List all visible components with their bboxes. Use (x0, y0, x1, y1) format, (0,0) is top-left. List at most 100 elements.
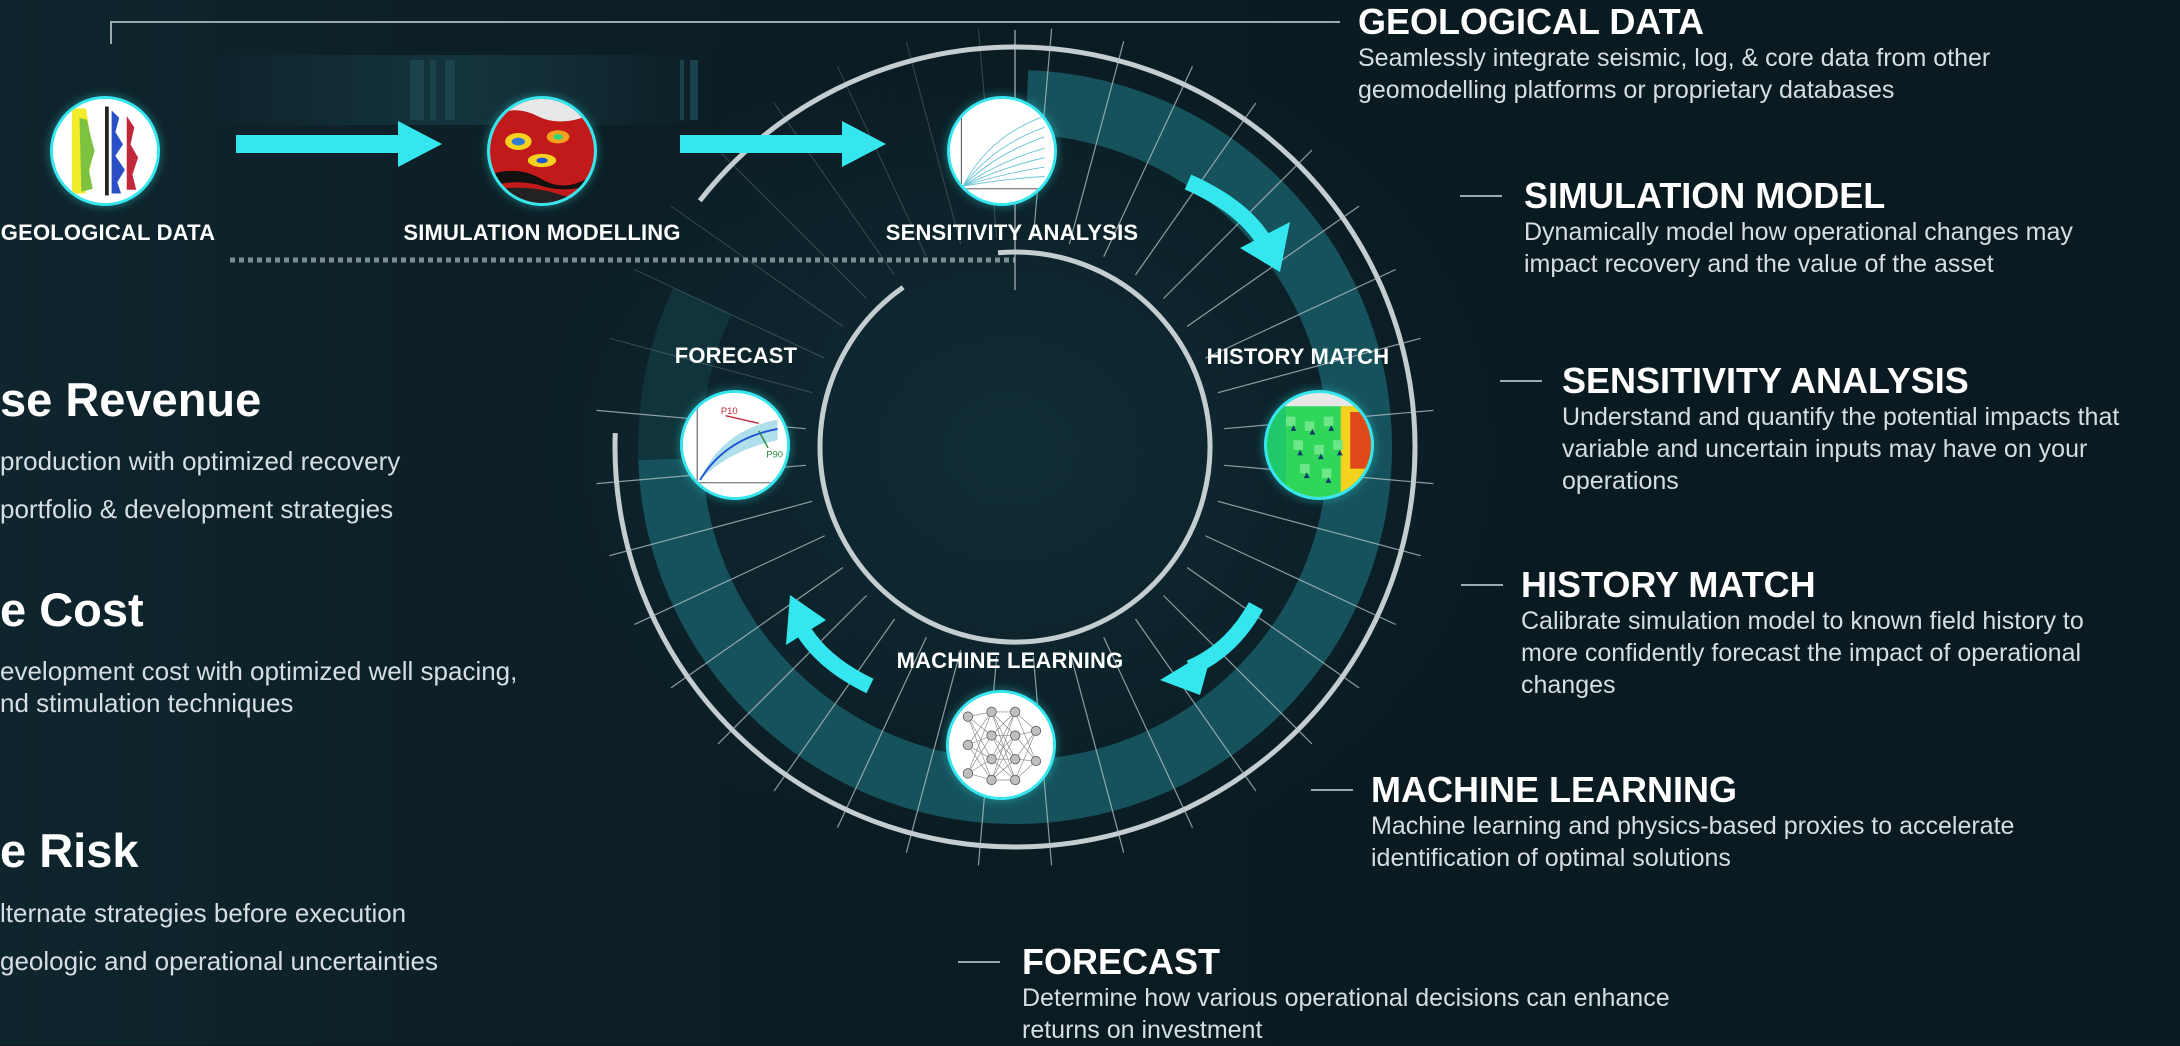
desc-line: more confidently forecast the impact of … (1521, 639, 2082, 667)
forecast-p90-label: P90 (766, 449, 783, 460)
desc-line: returns on investment (1022, 1016, 1263, 1044)
radial-spoke (905, 649, 962, 853)
radial-spoke (717, 595, 867, 745)
top-bracket-line (110, 21, 1340, 44)
radial-spoke (1163, 595, 1313, 745)
benefit-line-risk-2: geologic and operational uncertainties (0, 946, 438, 976)
desc-line: Calibrate simulation model to known fiel… (1521, 607, 2084, 635)
arrow-head-top-right (1240, 222, 1290, 272)
radial-spoke-faint (717, 149, 867, 299)
sensitivity-curves-icon (950, 99, 1054, 203)
cycle-arrow-top-right (1184, 174, 1269, 243)
cycle-node-label-history: HISTORY MATCH (1206, 344, 1390, 369)
radial-spoke-faint (670, 205, 844, 327)
radial-spoke-faint (773, 102, 895, 276)
cycle-band-faint (638, 287, 732, 461)
radial-spoke (1068, 41, 1125, 245)
radial-spoke (773, 618, 896, 792)
cycle-arrow-heads (786, 222, 1290, 695)
history-heatmap-icon (1267, 393, 1371, 497)
inner-ring (817, 249, 1213, 645)
flow-arrows (236, 121, 886, 167)
flow-node-label-simulation: SIMULATION MODELLING (403, 220, 681, 245)
desc-title-geological-data: GEOLOGICAL DATA (1358, 1, 1704, 42)
desc-simulation-model: SIMULATION MODEL Dynamically model how o… (1460, 175, 2073, 280)
desc-title-machine-learning: MACHINE LEARNING (1371, 769, 1737, 810)
desc-title-forecast: FORECAST (1022, 941, 1220, 982)
radial-spoke (634, 535, 825, 626)
desc-dash (1460, 195, 1502, 197)
neural-network-icon (949, 693, 1053, 797)
geological-log-icon (53, 99, 157, 203)
radial-spoke (1205, 268, 1396, 359)
machine-learning-node (946, 690, 1056, 800)
desc-dash (1500, 380, 1542, 382)
flow-node-label-geological: GEOLOGICAL DATA (0, 220, 216, 245)
radial-spoke (836, 637, 927, 828)
desc-line: Understand and quantify the potential im… (1562, 403, 2120, 431)
arrow-head-bottom-left (786, 595, 826, 645)
desc-forecast: FORECAST Determine how various operation… (958, 941, 1670, 1046)
desc-line: Machine learning and physics-based proxi… (1371, 812, 2015, 840)
desc-line: variable and uncertain inputs may have o… (1562, 435, 2088, 463)
desc-line: Dynamically model how operational change… (1524, 218, 2073, 246)
flow-arrow-2-shaft (680, 135, 850, 153)
top-decor-bars (200, 55, 720, 125)
simulation-modelling-node (487, 96, 597, 206)
benefit-line-risk-1: lternate strategies before execution (0, 898, 407, 928)
desc-line: operations (1562, 467, 1679, 495)
radial-spoke-faint (634, 269, 825, 359)
radial-spoke (1186, 566, 1360, 689)
benefit-line-cost-1: evelopment cost with optimized well spac… (0, 656, 518, 686)
desc-history-match: HISTORY MATCH Calibrate simulation model… (1461, 564, 2084, 701)
radial-spoke (1134, 618, 1257, 792)
outer-ring (612, 44, 1418, 850)
radial-spoke (1217, 500, 1421, 557)
radial-spoke (1205, 535, 1396, 626)
radial-spoke (1163, 149, 1313, 299)
desc-line: geomodelling platforms or proprietary da… (1358, 76, 1895, 104)
benefit-title-revenue: se Revenue (0, 373, 262, 426)
desc-title-history-match: HISTORY MATCH (1521, 564, 1816, 605)
flow-arrow-2-head (842, 121, 886, 167)
radial-spoke (1103, 66, 1194, 257)
radial-spoke-faint (609, 337, 813, 394)
benefit-title-cost: e Cost (0, 583, 144, 636)
cycle-node-label-machine-learning: MACHINE LEARNING (896, 648, 1124, 673)
desc-title-sensitivity-analysis: SENSITIVITY ANALYSIS (1562, 360, 1969, 401)
desc-line: impact recovery and the value of the ass… (1524, 250, 1994, 278)
desc-line: Determine how various operational decisi… (1022, 984, 1670, 1012)
desc-geological-data: GEOLOGICAL DATA Seamlessly integrate sei… (1358, 2, 1990, 106)
benefit-line-revenue-1: production with optimized recovery (0, 446, 401, 476)
flow-arrow-1-shaft (236, 135, 406, 153)
forecast-p10-label: P10 (721, 406, 738, 417)
desc-line: Seamlessly integrate seismic, log, & cor… (1358, 44, 1991, 72)
radial-spoke (609, 500, 813, 557)
benefit-line-cost-2: nd stimulation techniques (0, 688, 294, 718)
desc-title-simulation-model: SIMULATION MODEL (1524, 175, 1886, 216)
desc-machine-learning: MACHINE LEARNING Machine learning and ph… (1311, 769, 2015, 874)
benefit-title-risk: e Risk (0, 824, 139, 877)
arrow-head-bottom-right (1160, 648, 1213, 695)
radial-spoke (670, 566, 844, 689)
desc-dash (1311, 789, 1353, 791)
radial-spoke-faint (837, 66, 927, 257)
desc-sensitivity-analysis: SENSITIVITY ANALYSIS Understand and quan… (1500, 360, 2120, 497)
cycle-arrow-bottom-left (792, 620, 874, 694)
flow-arrow-1-head (398, 121, 442, 167)
desc-line: identification of optimal solutions (1371, 844, 1731, 872)
history-match-node (1264, 390, 1374, 500)
desc-line: changes (1521, 671, 1616, 699)
radial-spoke (1217, 337, 1421, 394)
radial-spoke (1068, 649, 1125, 853)
flow-node-label-sensitivity: SENSITIVITY ANALYSIS (885, 220, 1139, 245)
sensitivity-analysis-node (947, 96, 1057, 206)
forecast-chart-icon: P10 P90 (683, 393, 787, 497)
desc-dash (1461, 584, 1503, 586)
forecast-node: P10 P90 (680, 390, 790, 500)
simulation-map-icon (490, 99, 594, 203)
radial-spoke-faint (905, 41, 962, 245)
desc-dash (958, 961, 1000, 963)
geological-data-node (50, 96, 160, 206)
